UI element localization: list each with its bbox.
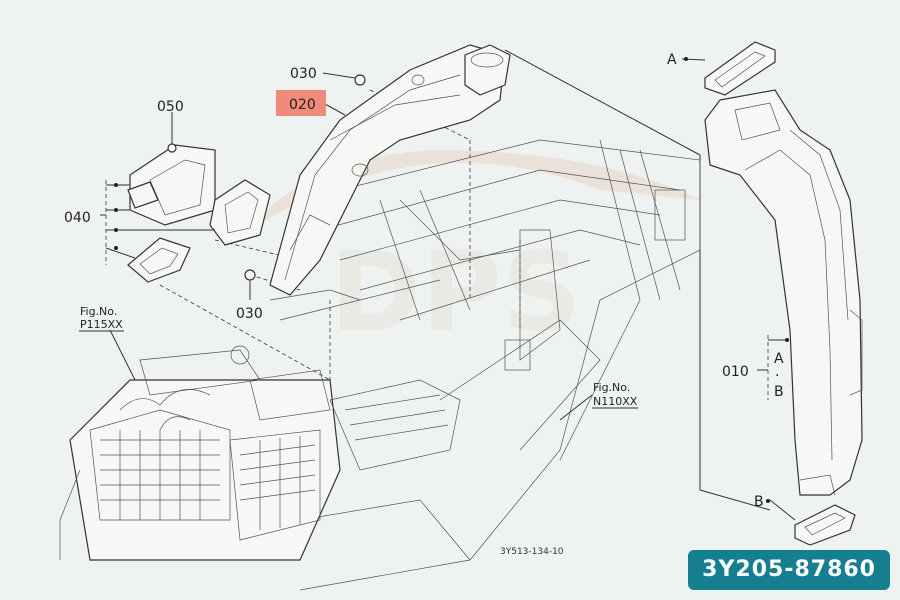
cab-frame bbox=[230, 139, 701, 591]
callout-030-bottom: 030 bbox=[236, 306, 263, 322]
fig-ref-1-code: P115XX bbox=[80, 318, 123, 331]
bolt-050 bbox=[167, 118, 177, 153]
ref-a-010: A bbox=[774, 351, 784, 367]
ref-a-top: A bbox=[667, 52, 677, 68]
callout-010: 010 bbox=[722, 364, 749, 380]
leader-lines bbox=[100, 57, 796, 521]
duct-part-020 bbox=[269, 44, 511, 296]
seal-set-040 bbox=[127, 144, 271, 283]
nut-030-top bbox=[354, 74, 366, 86]
callout-050: 050 bbox=[157, 99, 184, 115]
part-number-badge: 3Y205-87860 bbox=[688, 550, 890, 590]
drawing-code: 3Y513-134-10 bbox=[500, 547, 564, 557]
fig-ref-2-title: Fig.No. bbox=[593, 381, 630, 394]
highlight-020 bbox=[276, 90, 326, 116]
fig-ref-2-code: N110XX bbox=[593, 395, 638, 408]
gasket-b bbox=[794, 504, 856, 546]
callout-020: 020 bbox=[289, 97, 316, 113]
hvac-unit bbox=[59, 349, 461, 561]
fig-ref-1-title: Fig.No. bbox=[80, 305, 117, 318]
gasket-a bbox=[704, 41, 776, 96]
callout-030-top: 030 bbox=[290, 66, 317, 82]
callout-040: 040 bbox=[64, 210, 91, 226]
ref-b-bottom: B bbox=[754, 494, 764, 510]
nut-030-bottom bbox=[244, 269, 256, 281]
ref-b-010: B bbox=[774, 384, 784, 400]
duct-part-010 bbox=[704, 89, 863, 496]
ref-separator: · bbox=[775, 368, 779, 384]
watermark-text: DPS bbox=[330, 228, 581, 356]
